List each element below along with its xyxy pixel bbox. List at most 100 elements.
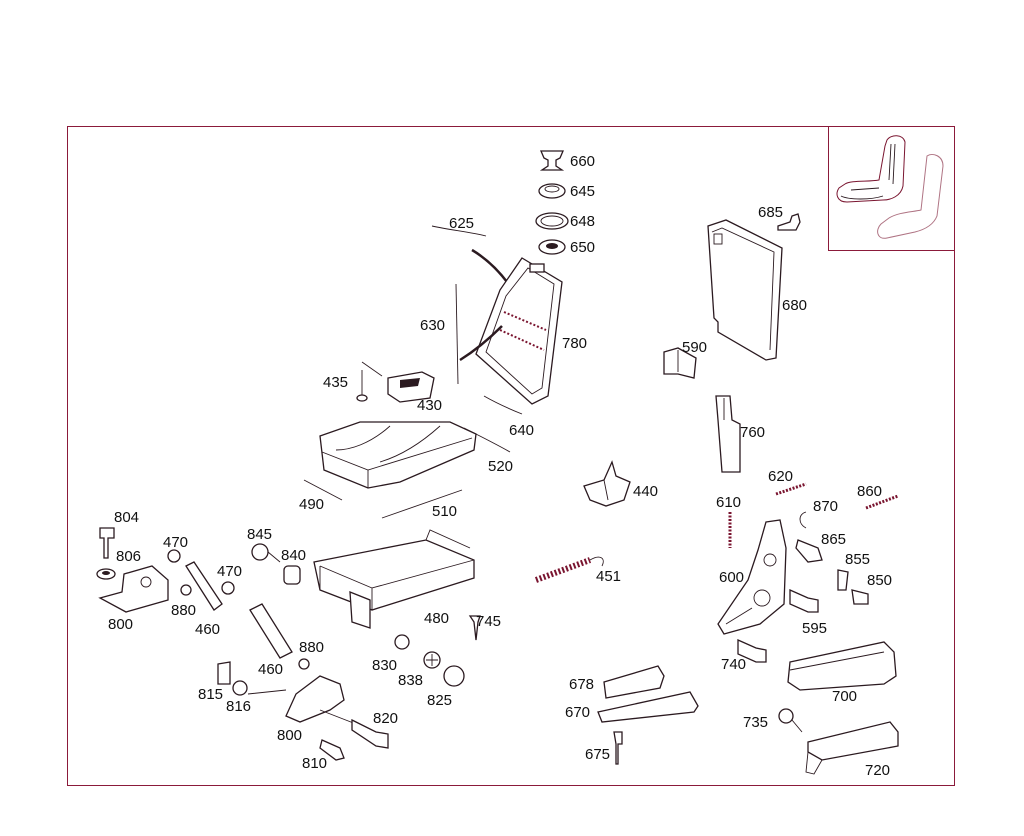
part-678-cover [603, 665, 665, 699]
part-label-820: 820 [373, 710, 399, 727]
part-645-grommet [538, 183, 566, 199]
part-625-wire [431, 225, 516, 293]
part-label-610: 610 [716, 494, 742, 511]
part-806-washer [96, 568, 116, 580]
part-label-648: 648 [570, 213, 596, 230]
part-760-lever [715, 395, 741, 473]
part-label-620: 620 [768, 468, 794, 485]
part-label-630: 630 [420, 317, 446, 334]
part-840-bushing [283, 565, 301, 585]
part-label-685: 685 [758, 204, 784, 221]
part-label-870: 870 [813, 498, 839, 515]
part-label-810: 810 [302, 755, 328, 772]
part-label-470a: 470 [163, 534, 189, 551]
part-label-760: 760 [740, 424, 766, 441]
part-620-spring [775, 482, 807, 496]
part-label-430: 430 [417, 397, 443, 414]
part-451-spring [534, 556, 604, 583]
part-label-800a: 800 [108, 616, 134, 633]
part-470-nut-b [221, 581, 235, 595]
part-label-800b: 800 [277, 727, 303, 744]
part-435-screw [356, 361, 383, 402]
part-430-bracket [387, 371, 435, 403]
part-label-804: 804 [114, 509, 140, 526]
part-590-clip [663, 347, 697, 379]
part-700-trim [787, 641, 897, 691]
part-label-860: 860 [857, 483, 883, 500]
part-label-735: 735 [743, 714, 769, 731]
part-880-bolt-b [298, 658, 310, 670]
part-label-625: 625 [449, 215, 475, 232]
part-label-740: 740 [721, 656, 747, 673]
part-label-880b: 880 [299, 639, 325, 656]
part-735-screw [778, 708, 803, 733]
part-685-screw [777, 213, 801, 231]
part-680-back-panel [707, 219, 783, 361]
part-740-bolt [737, 638, 767, 663]
part-label-678: 678 [569, 676, 595, 693]
part-460-strut-a [185, 561, 223, 611]
part-label-650: 650 [570, 239, 596, 256]
part-440-handle [583, 460, 631, 507]
part-880-bolt-a [180, 584, 192, 596]
part-800-bracket-right [247, 675, 357, 725]
part-label-745: 745 [476, 613, 502, 630]
part-460-strut-b [249, 603, 293, 659]
part-label-865: 865 [821, 531, 847, 548]
part-label-451: 451 [596, 568, 622, 585]
part-845-screw [251, 543, 281, 563]
part-815-clip [217, 661, 231, 685]
part-855-bolt [837, 569, 849, 591]
part-label-700: 700 [832, 688, 858, 705]
part-label-850: 850 [867, 572, 893, 589]
part-480-seat-pan [313, 529, 475, 629]
part-label-815: 815 [198, 686, 224, 703]
part-825-cap [443, 665, 465, 687]
part-800-bracket-left [98, 565, 169, 613]
part-label-880a: 880 [171, 602, 197, 619]
part-865-pin [795, 539, 823, 563]
part-745-screw [468, 615, 481, 641]
part-595-bolt [789, 588, 819, 613]
part-label-595: 595 [802, 620, 828, 637]
part-470-nut-a [167, 549, 181, 563]
part-720-rail [805, 721, 899, 775]
part-650-grommet [538, 239, 566, 255]
part-830-washer [394, 634, 410, 650]
part-label-590: 590 [682, 339, 708, 356]
part-label-825: 825 [427, 692, 453, 709]
part-label-520: 520 [488, 458, 514, 475]
part-label-510: 510 [432, 503, 458, 520]
part-838-screw [423, 651, 441, 669]
part-label-470b: 470 [217, 563, 243, 580]
part-860-spring [865, 494, 899, 510]
part-label-845: 845 [247, 526, 273, 543]
part-label-640: 640 [509, 422, 535, 439]
part-670-cover [597, 691, 699, 723]
part-seat-cushion [319, 421, 477, 489]
part-510-rod [381, 489, 463, 519]
part-630-rod [455, 283, 459, 385]
part-label-675: 675 [585, 746, 611, 763]
part-label-480: 480 [424, 610, 450, 627]
part-label-460b: 460 [258, 661, 284, 678]
part-675-pin [613, 731, 623, 765]
part-804-bolt [99, 527, 115, 559]
part-label-440: 440 [633, 483, 659, 500]
part-660-plug [539, 150, 565, 171]
part-label-840: 840 [281, 547, 307, 564]
seat-thumbnail [828, 126, 955, 251]
part-648-ring [535, 212, 569, 230]
part-640-spring [483, 395, 523, 415]
part-780-backrest-frame [459, 257, 563, 405]
part-label-806: 806 [116, 548, 142, 565]
part-label-780: 780 [562, 335, 588, 352]
part-810-bolt [319, 739, 345, 761]
part-820-pin [351, 718, 389, 749]
part-label-435: 435 [323, 374, 349, 391]
part-490-rod [303, 479, 343, 501]
part-870-clip [799, 511, 807, 529]
part-label-720: 720 [865, 762, 891, 779]
part-label-645: 645 [570, 183, 596, 200]
part-label-830: 830 [372, 657, 398, 674]
